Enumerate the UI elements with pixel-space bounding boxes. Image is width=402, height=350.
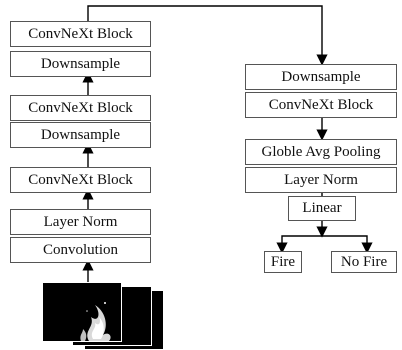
convnext-block-bottom: ConvNeXt Block: [10, 167, 151, 193]
layer-norm-left: Layer Norm: [10, 209, 151, 235]
split-to-nofire: [322, 235, 373, 254]
convnext-block-right: ConvNeXt Block: [245, 92, 397, 118]
split-to-fire: [276, 235, 322, 254]
linear: Linear: [288, 196, 356, 221]
convnext-block-top: ConvNeXt Block: [10, 21, 151, 47]
downsample-top: Downsample: [10, 51, 151, 77]
convnext-block-mid: ConvNeXt Block: [10, 95, 151, 121]
convolution: Convolution: [10, 237, 151, 263]
output-fire: Fire: [264, 251, 302, 273]
layer-norm-right: Layer Norm: [245, 167, 397, 193]
downsample-mid: Downsample: [10, 122, 151, 148]
input-frames: [42, 282, 164, 350]
fire-frames-icon: [43, 283, 121, 341]
globle-avg-pooling: Globle Avg Pooling: [245, 139, 397, 165]
output-no-fire: No Fire: [331, 251, 397, 273]
downsample-right: Downsample: [245, 64, 397, 90]
route-top-to-right: [87, 5, 328, 66]
fire-frame-front: [42, 282, 122, 342]
